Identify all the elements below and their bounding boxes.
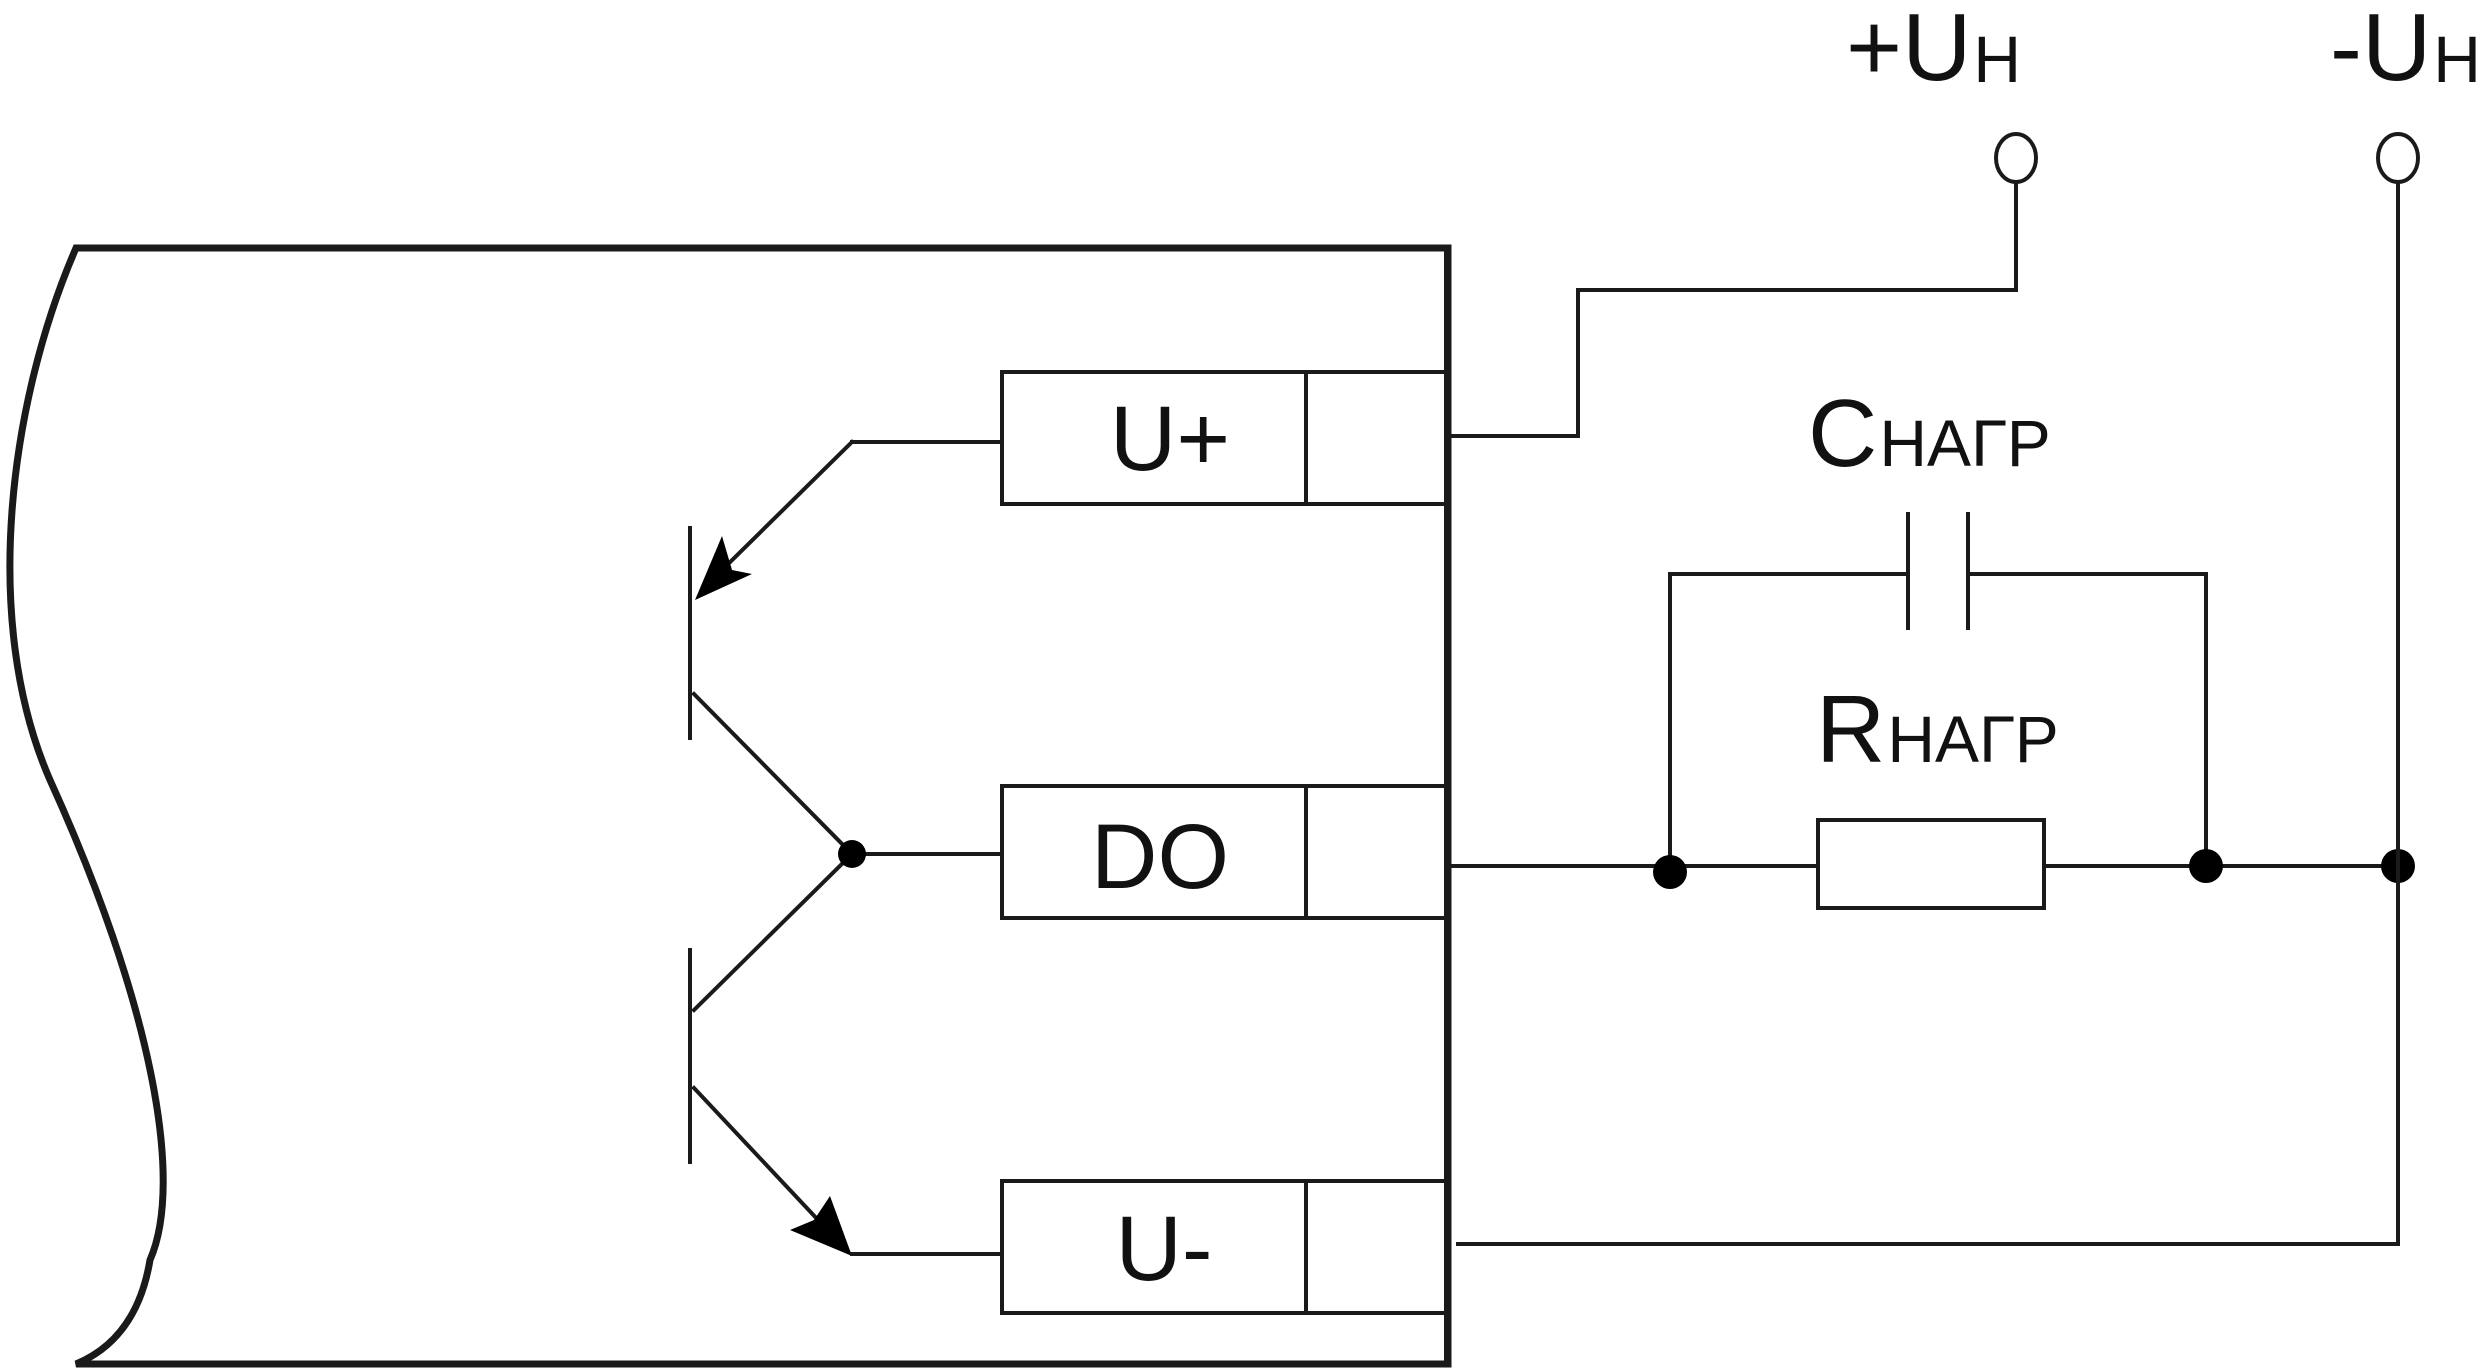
negative-supply-terminal (2376, 132, 2420, 184)
junction-dot-left (1653, 855, 1687, 889)
do-internal-junction-dot (838, 840, 866, 868)
pin-label-u-plus: U+ (1110, 388, 1230, 490)
pin-label-u-minus: U- (1115, 1198, 1212, 1300)
positive-supply-terminal (1994, 132, 2038, 184)
emitter-arrow-up (695, 536, 752, 600)
wire-u-plus (1450, 182, 2018, 438)
junction-dot-right (2189, 849, 2223, 883)
pin-block-u-minus (1000, 1179, 1448, 1315)
load-resistor (1816, 818, 2046, 910)
upper-transistor (688, 439, 1004, 857)
pin-block-do (1000, 784, 1448, 920)
device-housing-outline (6, 244, 1452, 1368)
capacitor-label: CНАГР (1808, 380, 2051, 487)
pin-label-do: DO (1091, 806, 1229, 908)
lower-transistor (688, 851, 1004, 1256)
resistor-label: RНАГР (1816, 676, 2059, 783)
positive-supply-label: +UН (1846, 0, 2021, 101)
negative-supply-label: -UН (2330, 0, 2481, 101)
emitter-arrow-down (790, 1196, 852, 1256)
